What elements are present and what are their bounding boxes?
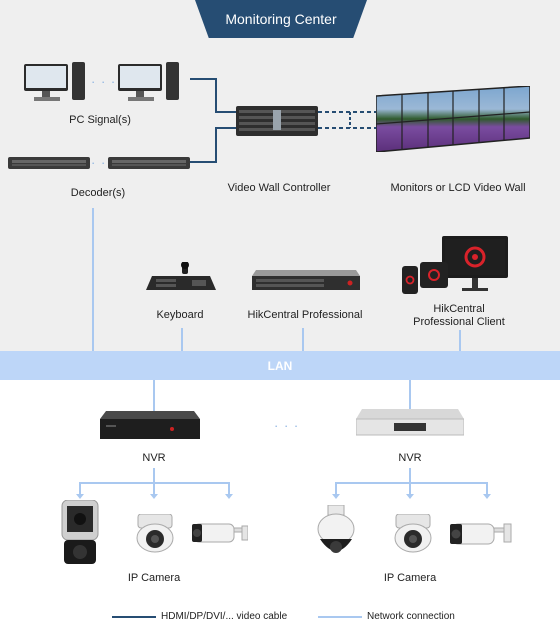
- nvr-icon: [100, 411, 200, 439]
- lan-label: LAN: [267, 358, 293, 373]
- nvr-right-bus-line: [335, 482, 488, 494]
- pc-to-controller-line: [190, 78, 236, 113]
- monitoring-center-title: Monitoring Center: [195, 0, 367, 38]
- keyboard-label: Keyboard: [156, 309, 204, 321]
- decoder-icon: [8, 157, 90, 169]
- decoder-label: Decoder(s): [70, 187, 126, 199]
- lcd-video-wall-icon: [376, 86, 530, 152]
- dome-camera-icon: [394, 514, 432, 553]
- hikcentral-pro-label: HikCentral Professional: [247, 309, 363, 321]
- nvr-icon: [356, 409, 464, 436]
- speed-dome-camera-icon: [317, 505, 355, 553]
- nvr-ellipsis: · · ·: [274, 418, 300, 433]
- video-wall-controller-icon: [236, 106, 318, 136]
- hikcentral-client-label-line2: Professional Client: [413, 316, 505, 328]
- ip-camera-right-label: IP Camera: [383, 572, 437, 584]
- nvr-left-label: NVR: [142, 452, 166, 464]
- video-wall-label: Monitors or LCD Video Wall: [390, 182, 526, 194]
- dome-camera-icon: [136, 514, 174, 553]
- bullet-camera-icon: [450, 523, 512, 545]
- hikcentral-client-label-line1: HikCentral: [433, 303, 485, 315]
- legend-video-cable-label: HDMI/DP/DVI/... video cable: [161, 611, 288, 622]
- legend-video-cable-swatch: [112, 616, 156, 618]
- legend-network-label: Network connection: [367, 611, 455, 622]
- server-icon: [252, 270, 360, 290]
- pc-ellipsis: · · ·: [91, 74, 117, 89]
- nvr-right-label: NVR: [398, 452, 422, 464]
- ptz-camera-icon: [61, 500, 99, 564]
- lan-band: [0, 351, 560, 380]
- pc-monitor-icon: [118, 62, 179, 101]
- bullet-camera-icon: [192, 523, 248, 543]
- pc-monitor-icon: [24, 62, 85, 101]
- pc-signal-label: PC Signal(s): [69, 114, 131, 126]
- decoder-to-controller-line: [190, 127, 236, 163]
- keyboard-icon: [146, 262, 216, 290]
- ip-camera-left-label: IP Camera: [127, 572, 181, 584]
- legend-network-swatch: [318, 616, 362, 618]
- client-workstation-icon: [402, 236, 508, 294]
- video-wall-controller-label: Video Wall Controller: [227, 182, 331, 194]
- decoder-icon: [108, 157, 190, 169]
